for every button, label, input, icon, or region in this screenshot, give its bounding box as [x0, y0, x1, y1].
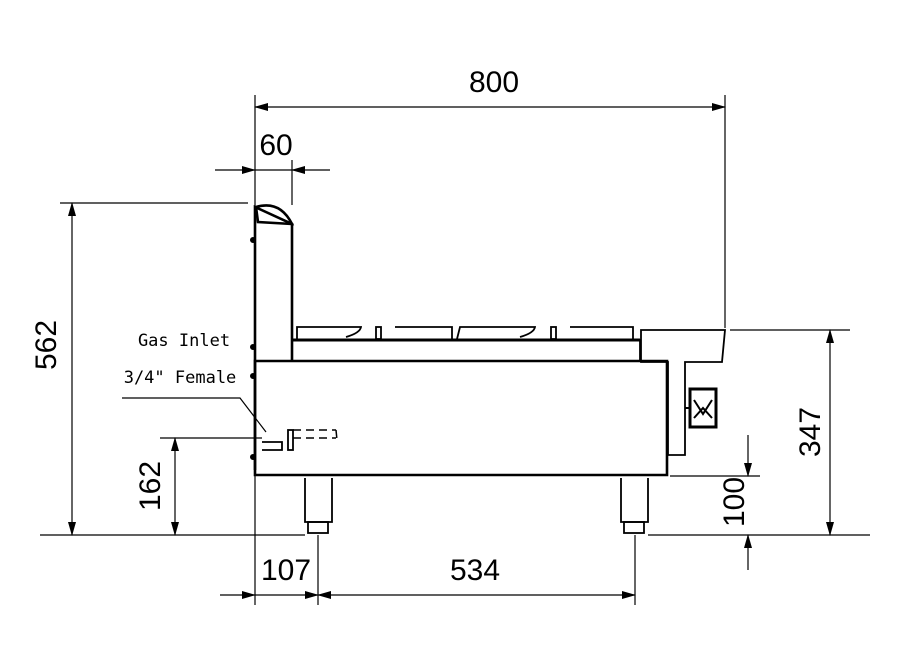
control-panel: [640, 329, 726, 456]
dim-leg-setback: 107: [261, 554, 311, 587]
leg-front: [620, 478, 649, 534]
back-panel: [253, 204, 294, 470]
burners: [292, 326, 640, 342]
back-panel-cap: [254, 204, 295, 226]
dim-leg-height: 100: [718, 477, 751, 527]
dim-gas-inlet-height: 162: [134, 461, 167, 511]
appliance-body: [250, 204, 726, 534]
leg-rear: [304, 478, 333, 534]
top-shelf: [291, 339, 641, 362]
control-knob-icon: [685, 387, 718, 429]
gas-inlet-pipe: [262, 429, 338, 451]
rear-fixings: [250, 237, 256, 460]
dimension-lines: [68, 103, 834, 599]
dim-back-panel: 60: [259, 129, 292, 162]
gas-inlet-leader: [122, 397, 267, 433]
gas-inlet-label-line1: Gas Inlet: [138, 331, 230, 351]
dim-overall-height: 562: [30, 320, 63, 370]
dim-front-height: 347: [794, 407, 827, 457]
main-body: [253, 359, 669, 477]
gas-inlet-label-line2: 3/4" Female: [124, 368, 237, 388]
dim-leg-spacing: 534: [450, 554, 500, 587]
dim-overall-depth: 800: [469, 66, 519, 99]
